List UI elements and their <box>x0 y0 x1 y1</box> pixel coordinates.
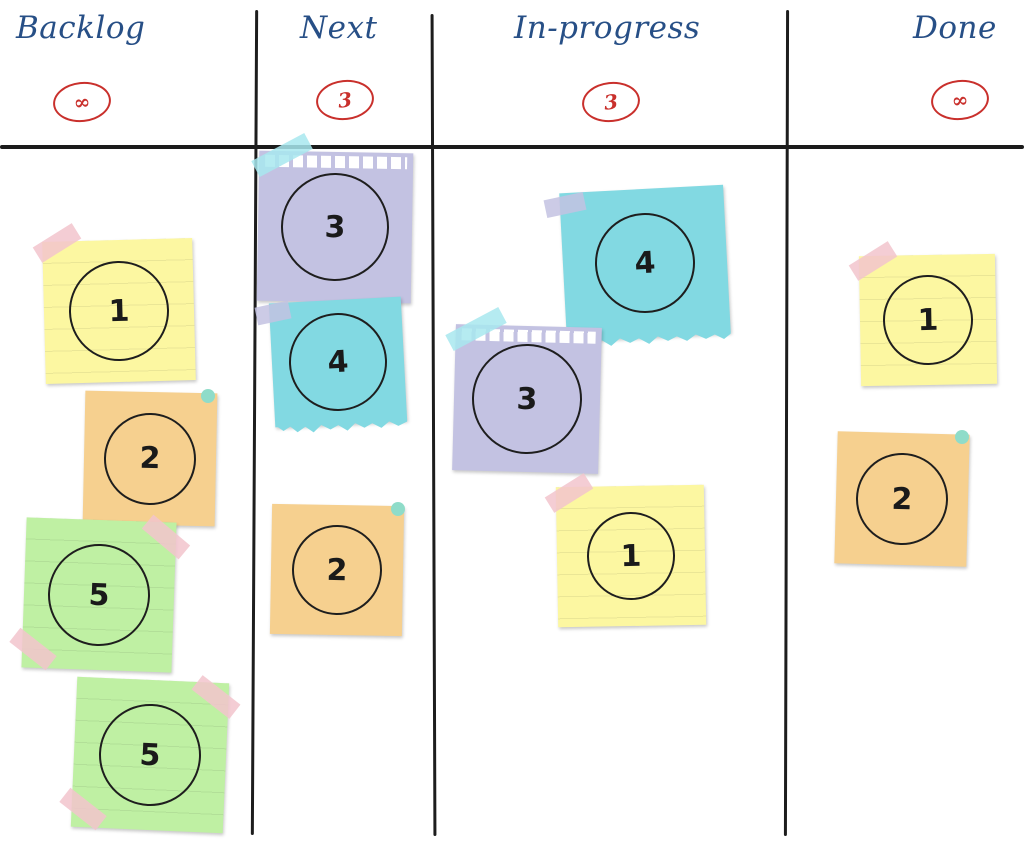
pin-icon <box>201 389 215 403</box>
column-title-in-progress: In-progress <box>514 10 701 46</box>
story-points-circle: 5 <box>46 542 152 648</box>
torn-edge <box>275 418 408 433</box>
sticky-note[interactable]: 1 <box>858 253 998 387</box>
sticky-note[interactable]: 2 <box>269 503 405 637</box>
wip-limit-next: 3 <box>314 77 376 123</box>
sticky-note[interactable]: 4 <box>559 184 731 346</box>
story-points: 2 <box>891 481 913 517</box>
story-points: 5 <box>138 737 162 773</box>
story-points-circle: 2 <box>291 524 383 616</box>
sticky-note[interactable]: 1 <box>42 238 196 384</box>
column-divider <box>250 9 259 836</box>
torn-edge <box>566 330 731 346</box>
sticky-note[interactable]: 1 <box>555 484 707 628</box>
column-title-done: Done <box>913 10 997 46</box>
story-points-circle: 2 <box>103 411 197 506</box>
story-points-circle: 5 <box>96 701 204 809</box>
column-divider <box>430 13 437 837</box>
story-points-circle: 1 <box>586 511 676 601</box>
story-points: 4 <box>633 244 657 282</box>
sticky-note[interactable]: 3 <box>452 324 602 474</box>
story-points: 1 <box>917 302 939 338</box>
wip-limit-in-progress: 3 <box>580 79 642 125</box>
story-points-circle: 4 <box>592 210 698 316</box>
story-points: 1 <box>620 538 642 574</box>
story-points: 2 <box>326 552 348 588</box>
story-points-circle: 3 <box>470 342 584 456</box>
story-points-circle: 1 <box>882 274 974 366</box>
wip-limit-done: ∞ <box>929 77 991 123</box>
header-divider <box>0 145 1024 149</box>
pin-icon <box>391 502 405 516</box>
story-points-circle: 3 <box>280 172 390 282</box>
story-points: 3 <box>516 381 538 417</box>
sticky-note[interactable]: 3 <box>256 150 414 304</box>
sticky-note[interactable]: 2 <box>834 431 970 567</box>
sticky-note[interactable]: 4 <box>268 296 408 433</box>
column-title-backlog: Backlog <box>16 10 146 46</box>
column-divider <box>783 9 790 837</box>
story-points-circle: 1 <box>67 259 171 363</box>
story-points: 4 <box>326 343 350 381</box>
column-title-next: Next <box>300 10 378 46</box>
story-points-circle: 4 <box>286 310 390 414</box>
story-points: 2 <box>139 440 161 477</box>
story-points: 5 <box>87 577 111 613</box>
sticky-note[interactable]: 2 <box>82 390 218 527</box>
story-points-circle: 2 <box>854 451 950 547</box>
wip-limit-backlog: ∞ <box>51 79 113 125</box>
story-points: 1 <box>108 293 130 329</box>
pin-icon <box>955 430 969 444</box>
story-points: 3 <box>324 209 346 245</box>
